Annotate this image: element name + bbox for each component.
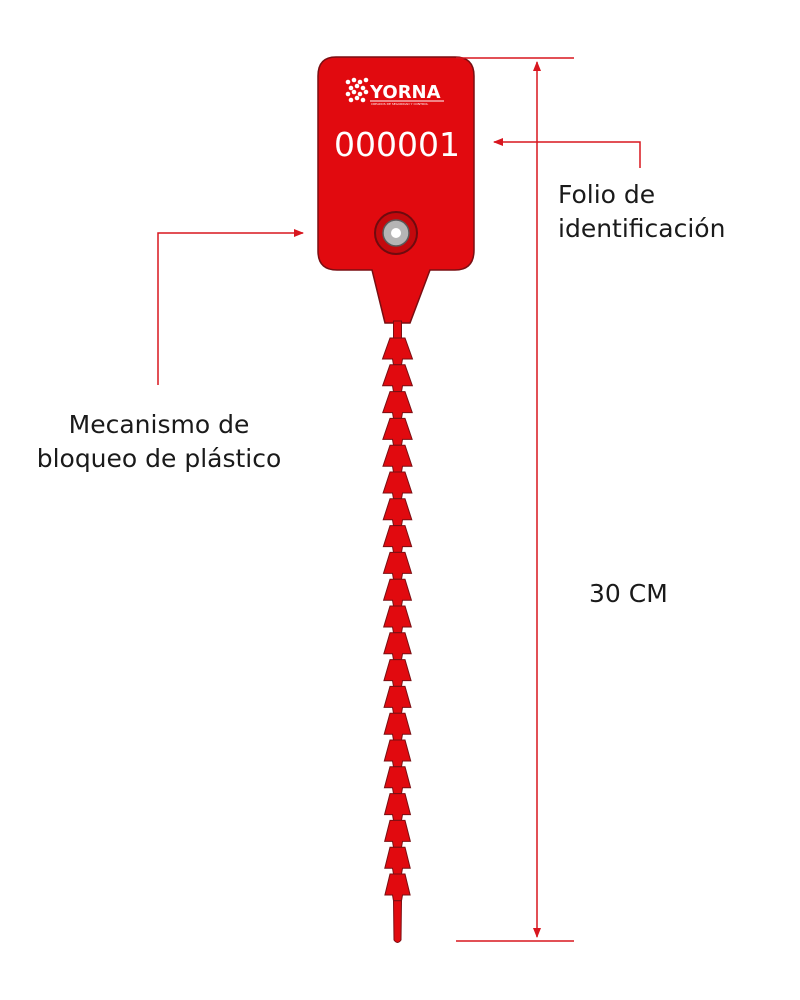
logo-dot [354, 95, 360, 101]
tail-tooth [383, 793, 412, 821]
logo-dot [351, 89, 357, 95]
logo-dot [345, 91, 351, 97]
mechanism-label-line-2: bloqueo de plástico [36, 444, 282, 473]
logo-dot [360, 85, 366, 91]
logo-dot [363, 77, 369, 83]
tail-tooth [384, 846, 411, 875]
tail-tip [392, 900, 403, 943]
tail-tooth [383, 712, 412, 741]
tail-tooth [383, 605, 412, 634]
logo-dot [348, 97, 354, 103]
tail-tooth [383, 685, 412, 714]
logo-dot [357, 79, 363, 85]
tail-tooth [382, 444, 413, 473]
tail-tooth [381, 337, 414, 366]
tail-tooth [382, 525, 413, 553]
logo-dot [360, 97, 366, 103]
logo-dots-icon [345, 77, 369, 103]
tail-tooth [383, 632, 412, 661]
brand-tagline: CREADOS DE SEGURIDAD Y CONTROL [371, 102, 428, 106]
mechanism-label-line-1: Mecanismo de [68, 410, 250, 439]
tail-tooth [384, 873, 411, 902]
folio-label-line-2: identificación [558, 214, 726, 243]
tail-tooth [382, 417, 413, 446]
tail-tooth [382, 498, 413, 527]
brand-logo: YORNA CREADOS DE SEGURIDAD Y CONTROL [345, 77, 444, 106]
tail-tooth [383, 739, 412, 768]
tail-tooth [383, 766, 412, 795]
seal-tail [381, 320, 414, 943]
folio-leader-line [493, 138, 641, 168]
tail-tooth [382, 578, 413, 607]
logo-dot [357, 91, 363, 97]
seal-head: YORNA CREADOS DE SEGURIDAD Y CONTROL 000… [317, 56, 475, 324]
lock-hole-icon [374, 211, 418, 255]
tail-tooth [382, 471, 413, 500]
logo-dot [363, 89, 369, 95]
tail-tooth [382, 391, 413, 419]
tail-tooth [384, 819, 411, 848]
mechanism-label: Mecanismo de bloqueo de plástico [36, 408, 282, 476]
logo-dot [345, 79, 351, 85]
logo-dot [351, 77, 357, 83]
annotations [157, 57, 641, 942]
tail-neck [393, 320, 402, 340]
tail-tooth [383, 659, 412, 687]
tail-tooth [381, 364, 414, 393]
logo-dot [354, 83, 360, 89]
tail-tooth [382, 551, 413, 580]
folio-label-line-1: Folio de [558, 180, 656, 209]
serial-number: 000001 [334, 125, 460, 164]
brand-name: YORNA [369, 82, 441, 103]
folio-label: Folio de identificación [558, 178, 725, 246]
mechanism-leader-line [157, 229, 304, 385]
seal-tag-body [317, 56, 475, 324]
logo-dot [348, 85, 354, 91]
dimension-label: 30 CM [589, 579, 668, 608]
